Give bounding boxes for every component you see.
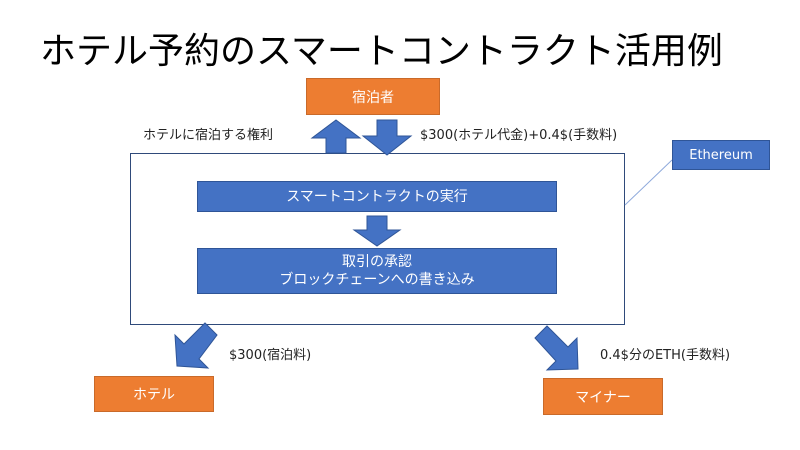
execute-contract-label: スマートコントラクトの実行 [286,188,468,205]
execute-contract-box: スマートコントラクトの実行 [197,181,557,212]
payment-label: $300(ホテル代金)+0.4$(手数料) [420,128,618,143]
arrow-to-hotel [174,322,218,369]
up-arrow [310,119,362,154]
approve-write-box: 取引の承認 ブロックチェーンへの書き込み [197,248,557,294]
miner-label: マイナー [575,389,631,406]
ethereum-callout-line [624,159,673,206]
miner-box: マイナー [543,378,663,415]
hotel-box: ホテル [94,376,214,412]
miner-fee-label: 0.4$分のETH(手数料) [600,348,731,363]
right-to-stay-label: ホテルに宿泊する権利 [143,128,274,143]
hotel-label: ホテル [133,387,175,403]
approve-label: 取引の承認 [342,254,412,270]
arrow-to-miner [534,325,579,371]
write-blockchain-label: ブロックチェーンへの書き込み [279,272,475,288]
guest-box: 宿泊者 [306,78,440,115]
hotel-fee-label: $300(宿泊料) [229,348,312,363]
ethereum-box: Ethereum [672,140,770,170]
down-arrow-process [352,215,402,247]
down-arrow-guest [361,119,413,156]
page-title: ホテル予約のスマートコントラクト活用例 [40,31,723,72]
ethereum-label: Ethereum [689,147,753,163]
guest-label: 宿泊者 [352,89,394,106]
